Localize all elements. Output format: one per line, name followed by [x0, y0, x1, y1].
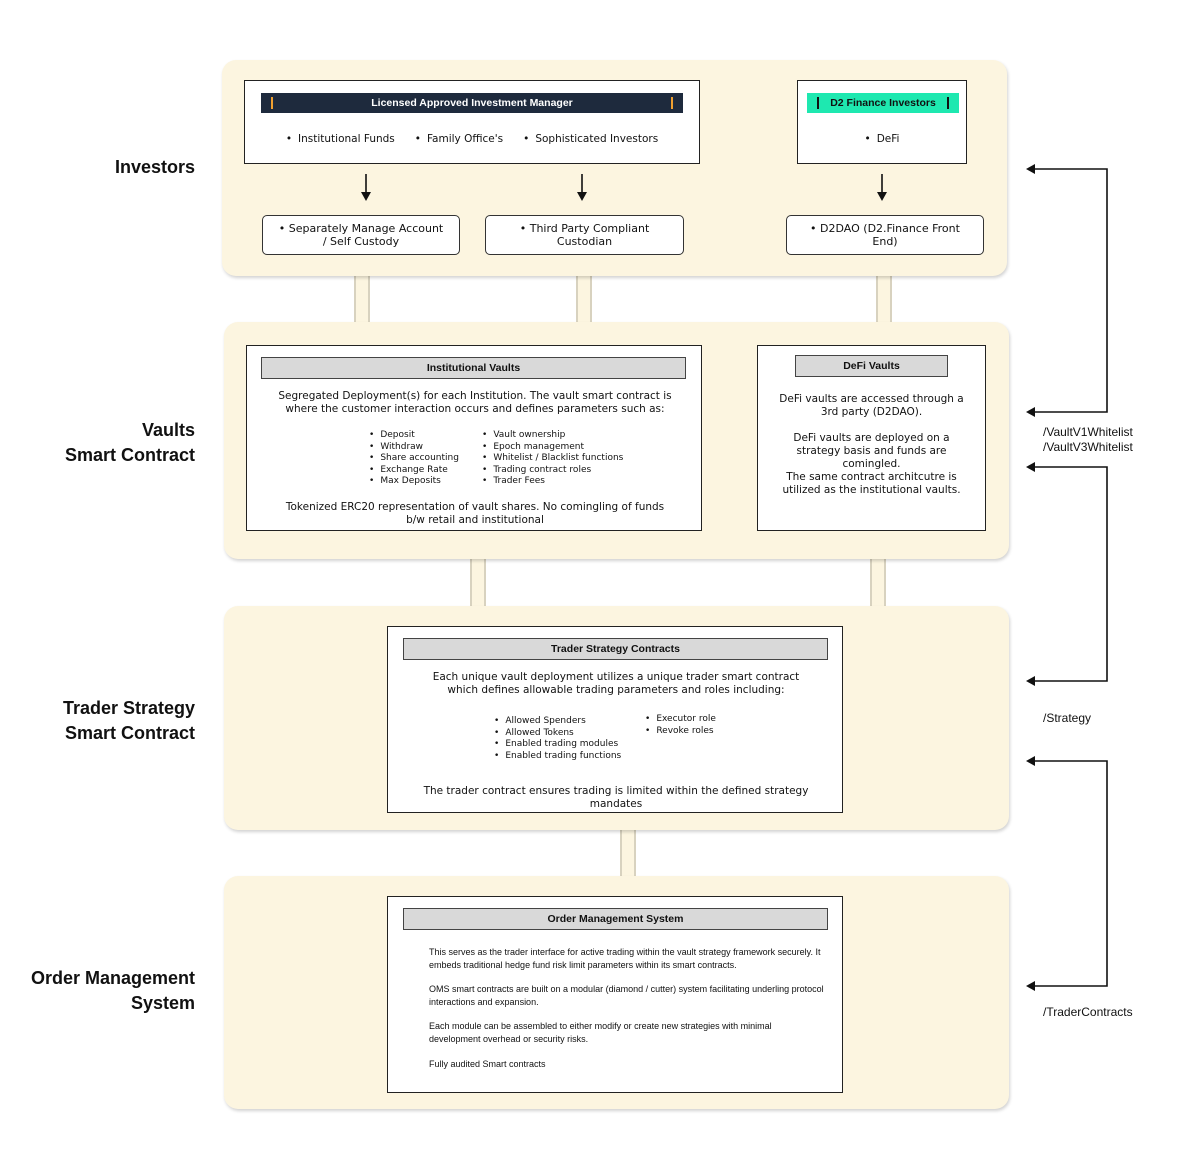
connector [870, 552, 886, 612]
layer-label-investors: Investors [114, 157, 195, 177]
connector [354, 270, 370, 328]
connector [876, 270, 892, 328]
oms-p3: Each module can be assembled to either m… [429, 1021, 772, 1044]
institutional-list-left: Deposit Withdraw Share accounting Exchan… [369, 430, 459, 488]
d2-investors-header: D2 Finance Investors [807, 93, 959, 113]
institutional-vaults-footer: Tokenized ERC20 representation of vault … [285, 501, 665, 526]
oms-header: Order Management System [403, 908, 828, 930]
accent-bar [817, 97, 819, 109]
list-item: Enabled trading modules [494, 739, 621, 751]
list-item: Enabled trading functions [494, 751, 621, 763]
list-item: DeFi [865, 133, 900, 145]
list-item: Exchange Rate [369, 465, 459, 477]
list-item: Executor role [645, 714, 716, 726]
list-item: Allowed Spenders [494, 716, 621, 728]
trader-strategy-header: Trader Strategy Contracts [403, 638, 828, 660]
oms-p1: This serves as the trader interface for … [429, 947, 821, 970]
defi-vaults-p3: The same contract architcutre is utilize… [782, 471, 961, 496]
investment-manager-box: Licensed Approved Investment Manager Ins… [244, 80, 700, 164]
d2-item-list: DeFi [798, 133, 966, 145]
list-item: Institutional Funds [286, 133, 395, 145]
layer-label-vaults: Vaults Smart Contract [64, 420, 195, 465]
arrow-left-icon [1026, 407, 1035, 417]
defi-vaults-header: DeFi Vaults [795, 355, 948, 377]
investment-manager-header: Licensed Approved Investment Manager [261, 93, 683, 113]
side-label-strategy: /Strategy [1043, 711, 1092, 725]
bracket-vaults-trader [1032, 466, 1108, 682]
arrow-left-icon [1026, 756, 1035, 766]
list-item: Trader Fees [482, 476, 623, 488]
list-item: Withdraw [369, 442, 459, 454]
list-item: Whitelist / Blacklist functions [482, 453, 623, 465]
arrow-left-icon [1026, 981, 1035, 991]
arrow-down-icon [361, 174, 371, 201]
defi-vaults-box: DeFi Vaults DeFi vaults are accessed thr… [757, 345, 986, 531]
destination-label: • Third Party Compliant Custodian [519, 222, 650, 248]
investment-manager-title: Licensed Approved Investment Manager [371, 97, 573, 109]
list-item: Family Office's [415, 133, 503, 145]
oms-p2: OMS smart contracts are built on a modul… [429, 984, 824, 1007]
defi-vaults-p1: DeFi vaults are accessed through a 3rd p… [779, 393, 964, 418]
layer-label-oms: Order Management System [30, 968, 195, 1013]
list-item: Max Deposits [369, 476, 459, 488]
destination-label: • Separately Manage Account / Self Custo… [278, 222, 444, 248]
connector [576, 270, 592, 328]
institutional-vaults-intro: Segregated Deployment(s) for each Instit… [278, 390, 672, 415]
trader-list-left: Allowed Spenders Allowed Tokens Enabled … [494, 716, 621, 762]
accent-bar [947, 97, 949, 109]
destination-label: • D2DAO (D2.Finance Front End) [810, 222, 960, 248]
d2-investors-title: D2 Finance Investors [830, 97, 936, 109]
destination-box-custodian: • Third Party Compliant Custodian [485, 215, 684, 255]
institutional-list-right: Vault ownership Epoch management Whiteli… [482, 430, 623, 488]
list-item: Share accounting [369, 453, 459, 465]
d2-investors-box: D2 Finance Investors DeFi [797, 80, 967, 164]
accent-bar [271, 97, 273, 109]
accent-bar [671, 97, 673, 109]
layer-label-trader: Trader Strategy Smart Contract [62, 698, 195, 743]
arrow-left-icon [1026, 462, 1035, 472]
oms-p4: Fully audited Smart contracts [429, 1059, 546, 1069]
institutional-vaults-box: Institutional Vaults Segregated Deployme… [246, 345, 702, 531]
connector [470, 552, 486, 612]
institutional-vaults-header: Institutional Vaults [261, 357, 686, 379]
manager-item-list: Institutional Funds Family Office's Soph… [245, 133, 699, 145]
trader-list-right: Executor role Revoke roles [645, 714, 716, 737]
connector [620, 824, 636, 882]
list-item: Trading contract roles [482, 465, 623, 477]
arrow-down-icon [877, 174, 887, 201]
destination-box-d2dao: • D2DAO (D2.Finance Front End) [786, 215, 984, 255]
side-label-vault-whitelist: /VaultV1Whitelist /VaultV3Whitelist [1043, 425, 1133, 454]
trader-strategy-box: Trader Strategy Contracts Each unique va… [387, 626, 843, 813]
list-item: Epoch management [482, 442, 623, 454]
arrow-left-icon [1026, 676, 1035, 686]
trader-strategy-footer: The trader contract ensures trading is l… [423, 785, 809, 810]
destination-box-sma: • Separately Manage Account / Self Custo… [262, 215, 460, 255]
list-item: Vault ownership [482, 430, 623, 442]
bracket-arrows [1026, 164, 1108, 991]
list-item: Sophisticated Investors [523, 133, 658, 145]
list-item: Deposit [369, 430, 459, 442]
defi-vaults-p2: DeFi vaults are deployed on a strategy b… [793, 432, 950, 470]
list-item: Revoke roles [645, 726, 716, 738]
side-label-trader-contracts: /TraderContracts [1043, 1005, 1133, 1019]
bracket-investors-vaults [1032, 168, 1108, 413]
trader-strategy-intro: Each unique vault deployment utilizes a … [432, 671, 800, 696]
arrow-down-icon [577, 174, 587, 201]
bracket-trader-oms [1032, 760, 1108, 987]
oms-box: Order Management System This serves as t… [387, 896, 843, 1093]
arrow-left-icon [1026, 164, 1035, 174]
list-item: Allowed Tokens [494, 728, 621, 740]
